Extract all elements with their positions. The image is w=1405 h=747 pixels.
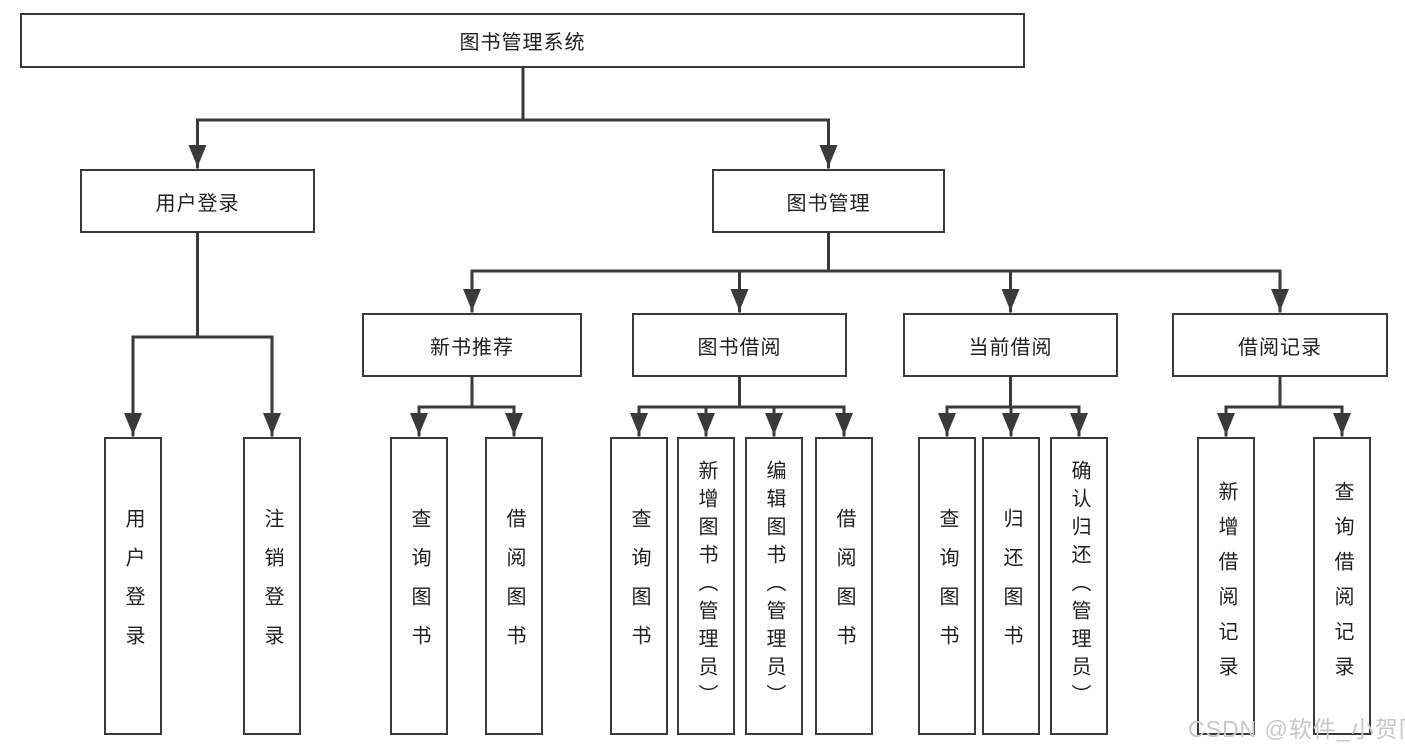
node-label: 归还图书 — [1000, 508, 1022, 664]
leaf-newbooks-query-books: 查询图书 — [390, 437, 448, 735]
leaf-borrow-borrow-books: 借阅图书 — [815, 437, 873, 735]
leaf-records-query-record: 查询借阅记录 — [1313, 437, 1371, 735]
node-book-management: 图书管理 — [712, 169, 945, 233]
node-label: 图书管理系统 — [459, 32, 586, 54]
leaf-newbooks-borrow-books: 借阅图书 — [485, 437, 543, 735]
leaf-logout-login: 注销登录 — [243, 437, 301, 735]
leaf-current-query-books: 查询图书 — [918, 437, 976, 735]
node-new-book-recommendation: 新书推荐 — [362, 313, 582, 377]
watermark: CSDN @软件_小贺同学 — [1188, 716, 1405, 742]
leaf-borrow-query-books: 查询图书 — [610, 437, 668, 735]
node-borrowing-records: 借阅记录 — [1172, 313, 1388, 377]
node-label: 图书管理 — [786, 192, 871, 215]
node-label: 查询图书 — [936, 508, 958, 664]
node-label: 新书推荐 — [430, 336, 514, 359]
node-current-borrowing: 当前借阅 — [903, 313, 1118, 377]
node-label: 用户登录 — [155, 192, 240, 215]
leaf-current-return-books: 归还图书 — [982, 437, 1040, 735]
node-label: 新增图书（管理员） — [695, 460, 717, 712]
node-user-login: 用户登录 — [80, 169, 315, 233]
node-label: 用户登录 — [122, 508, 144, 664]
node-label: 图书借阅 — [697, 336, 782, 359]
node-label: 查询图书 — [628, 508, 650, 664]
node-label: 借阅图书 — [833, 508, 855, 664]
leaf-records-add-record: 新增借阅记录 — [1197, 437, 1255, 735]
node-label: 新增借阅记录 — [1215, 481, 1237, 691]
leaf-current-confirm-return-admin: 确认归还（管理员） — [1050, 437, 1108, 735]
leaf-borrow-edit-book-admin: 编辑图书（管理员） — [745, 437, 803, 735]
node-label: 查询借阅记录 — [1331, 481, 1353, 691]
node-label: 编辑图书（管理员） — [763, 460, 785, 712]
node-label: 注销登录 — [261, 508, 283, 664]
leaf-user-login: 用户登录 — [104, 437, 162, 735]
node-label: 当前借阅 — [968, 336, 1053, 359]
node-label: 查询图书 — [408, 508, 430, 664]
leaf-borrow-add-book-admin: 新增图书（管理员） — [677, 437, 735, 735]
node-label: 借阅图书 — [503, 508, 525, 664]
node-library-management-system: 图书管理系统 — [20, 13, 1025, 68]
node-book-borrowing: 图书借阅 — [632, 313, 847, 377]
node-label: 借阅记录 — [1238, 336, 1322, 359]
node-label: 确认归还（管理员） — [1068, 460, 1090, 712]
